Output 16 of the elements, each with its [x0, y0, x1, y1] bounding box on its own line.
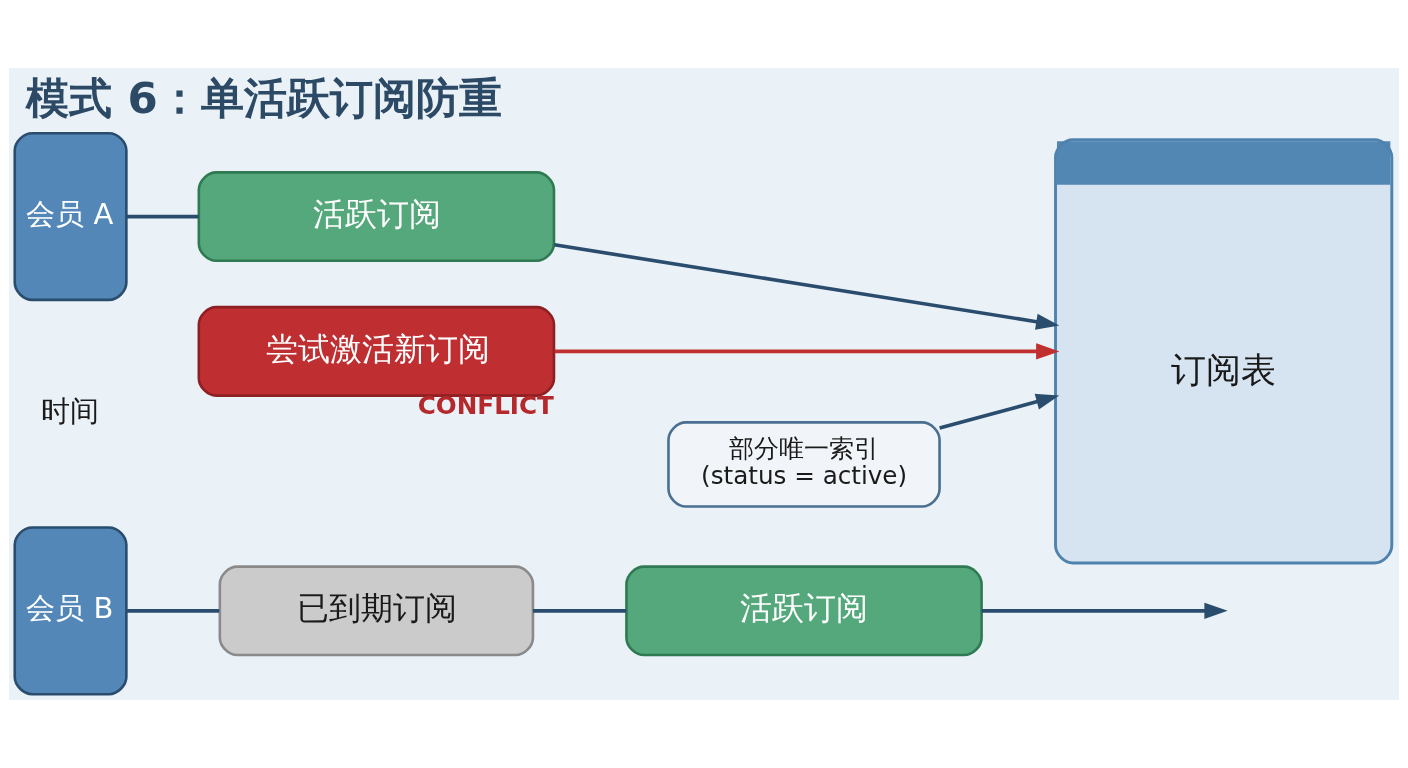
label: 时间: [40, 393, 99, 428]
arrow: [981, 602, 1228, 619]
arrow: [554, 242, 1060, 330]
node-box: 部分唯一索引 (status = active): [667, 421, 941, 508]
arrow: [939, 393, 1060, 430]
connector: [533, 609, 627, 613]
node-box: 活跃订阅: [197, 171, 556, 263]
arrow: [554, 343, 1060, 360]
diagram-title: 模式 6：单活跃订阅防重: [26, 72, 502, 123]
connector: [126, 214, 199, 219]
node-box: 尝试激活新订阅: [197, 305, 556, 397]
node-box: 已到期订阅: [218, 565, 535, 657]
node-box: 会员 A: [13, 131, 128, 302]
connector: [126, 609, 220, 613]
node-box: 活跃订阅: [625, 565, 983, 657]
node-box: 会员 B: [13, 526, 128, 696]
